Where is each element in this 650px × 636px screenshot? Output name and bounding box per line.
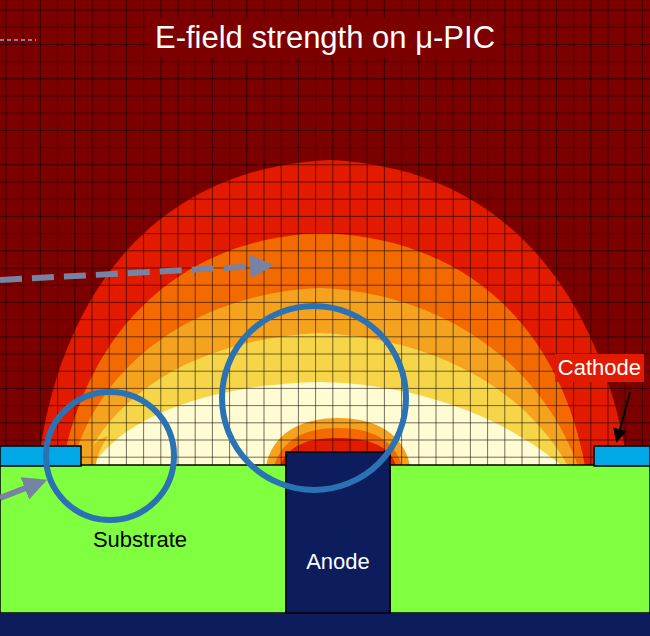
grid-line bbox=[74, 0, 75, 465]
grid-line bbox=[0, 285, 650, 286]
grid-line bbox=[0, 78, 650, 79]
grid-line bbox=[195, 0, 196, 465]
substrate-region: Substrate bbox=[89, 525, 191, 555]
grid-line bbox=[143, 0, 144, 465]
anode-electrode: Anode bbox=[302, 547, 374, 577]
grid-line bbox=[212, 0, 213, 465]
grid-line bbox=[0, 233, 650, 234]
grid-line bbox=[264, 0, 265, 465]
grid-line bbox=[0, 388, 650, 389]
grid-line bbox=[160, 0, 161, 465]
grid-line bbox=[281, 0, 282, 465]
slide-rule bbox=[0, 39, 36, 41]
grid-line bbox=[522, 0, 523, 465]
grid-line bbox=[418, 0, 419, 465]
grid-line bbox=[0, 61, 650, 62]
substrate-right bbox=[390, 465, 650, 613]
grid-line bbox=[436, 0, 437, 465]
grid-line bbox=[0, 422, 650, 423]
grid-line bbox=[608, 0, 609, 465]
grid-line bbox=[0, 164, 650, 165]
contour-amber bbox=[72, 288, 578, 466]
highlight-circle bbox=[46, 392, 174, 520]
grid-line bbox=[0, 199, 650, 200]
grid-line bbox=[246, 0, 247, 465]
substrate-left bbox=[0, 465, 286, 613]
grid-line bbox=[0, 182, 650, 183]
grid-line bbox=[0, 113, 650, 114]
grid-line bbox=[590, 0, 591, 465]
grid-line bbox=[298, 0, 299, 465]
pointer-arrow bbox=[0, 266, 262, 280]
grid-line bbox=[0, 96, 650, 97]
contour-yellow bbox=[82, 333, 568, 466]
grid-line bbox=[556, 0, 557, 465]
title-holder: E-field strength on μ-PIC bbox=[0, 18, 650, 58]
node-label: Anode bbox=[306, 549, 370, 575]
grid-line bbox=[0, 147, 650, 148]
anode-base bbox=[0, 613, 650, 636]
grid-line bbox=[23, 0, 24, 465]
grid-line bbox=[625, 0, 626, 465]
node-label: Substrate bbox=[93, 527, 187, 553]
grid-line bbox=[57, 0, 58, 465]
electrode-label: Cathode bbox=[555, 354, 644, 382]
grid-line bbox=[6, 0, 7, 465]
grid-line bbox=[504, 0, 505, 465]
grid-line bbox=[453, 0, 454, 465]
anode-pillar bbox=[286, 452, 390, 613]
leader-arrow bbox=[617, 392, 630, 440]
grid-line bbox=[229, 0, 230, 465]
grid-line bbox=[0, 336, 650, 337]
grid-line bbox=[178, 0, 179, 465]
grid-line bbox=[470, 0, 471, 465]
grid-line bbox=[350, 0, 351, 465]
grid-line bbox=[332, 0, 333, 465]
grid-line bbox=[573, 0, 574, 465]
highlight-circle bbox=[222, 306, 406, 490]
grid-line bbox=[384, 0, 385, 465]
grid-line bbox=[487, 0, 488, 465]
cathode-strip bbox=[594, 446, 650, 466]
label-holder: Cathode bbox=[555, 354, 644, 382]
cathode-strip bbox=[0, 446, 81, 466]
grid-line bbox=[401, 0, 402, 465]
pointer-arrow bbox=[0, 484, 36, 498]
grid-line bbox=[40, 0, 41, 465]
grid-line bbox=[109, 0, 110, 465]
grid-line bbox=[0, 440, 650, 441]
grid-line bbox=[642, 0, 643, 465]
grid-line bbox=[367, 0, 368, 465]
grid-line bbox=[0, 302, 650, 303]
title: E-field strength on μ-PIC bbox=[149, 18, 501, 58]
grid-line bbox=[0, 250, 650, 251]
grid-line bbox=[0, 10, 650, 11]
grid-line bbox=[315, 0, 316, 465]
grid-line bbox=[539, 0, 540, 465]
grid-line bbox=[0, 405, 650, 406]
grid-line bbox=[0, 319, 650, 320]
grid-line bbox=[0, 354, 650, 355]
grid-line bbox=[0, 216, 650, 217]
grid-line bbox=[0, 371, 650, 372]
grid-line bbox=[0, 268, 650, 269]
grid-line bbox=[0, 130, 650, 131]
